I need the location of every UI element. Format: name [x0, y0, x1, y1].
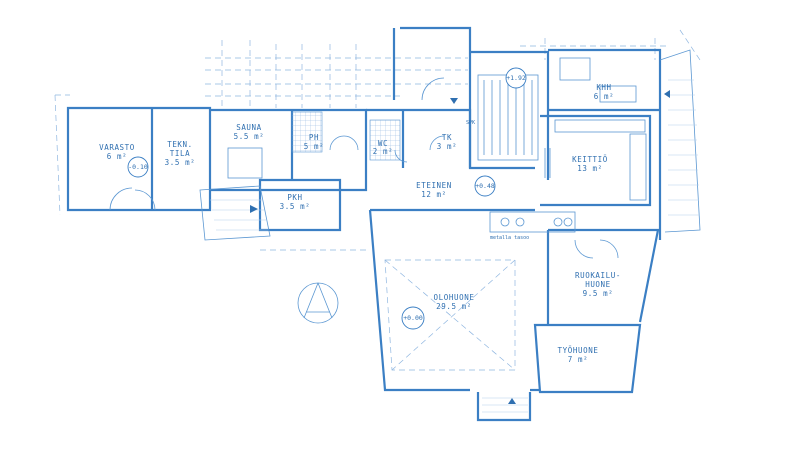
- exterior-walls: [66, 26, 662, 422]
- door-swings: [109, 77, 619, 259]
- pergola-grid: [54, 29, 701, 251]
- north-arrow-icon: [297, 282, 339, 324]
- level-markers: -0.10 +0.48 +0.00 +1.92: [127, 67, 527, 330]
- level-marker-varasto: -0.10: [128, 163, 148, 171]
- level-marker-olohuone: +0.00: [403, 314, 423, 322]
- level-marker-upper: +1.92: [506, 74, 526, 82]
- entrance-arrow-icon: [450, 98, 458, 104]
- entrance-arrow-icon: [664, 90, 670, 98]
- entrance-arrows: [250, 90, 670, 404]
- note-spk: SPK: [466, 120, 475, 126]
- entrance-arrow-icon: [250, 205, 258, 213]
- note-metalla-taso: metalla tasoo: [490, 235, 529, 241]
- ceiling-lines: [384, 259, 516, 371]
- entrance-arrow-icon: [508, 398, 516, 404]
- plan-notes: metalla tasoo SPK: [466, 120, 529, 241]
- level-marker-eteinen: +0.48: [475, 182, 495, 190]
